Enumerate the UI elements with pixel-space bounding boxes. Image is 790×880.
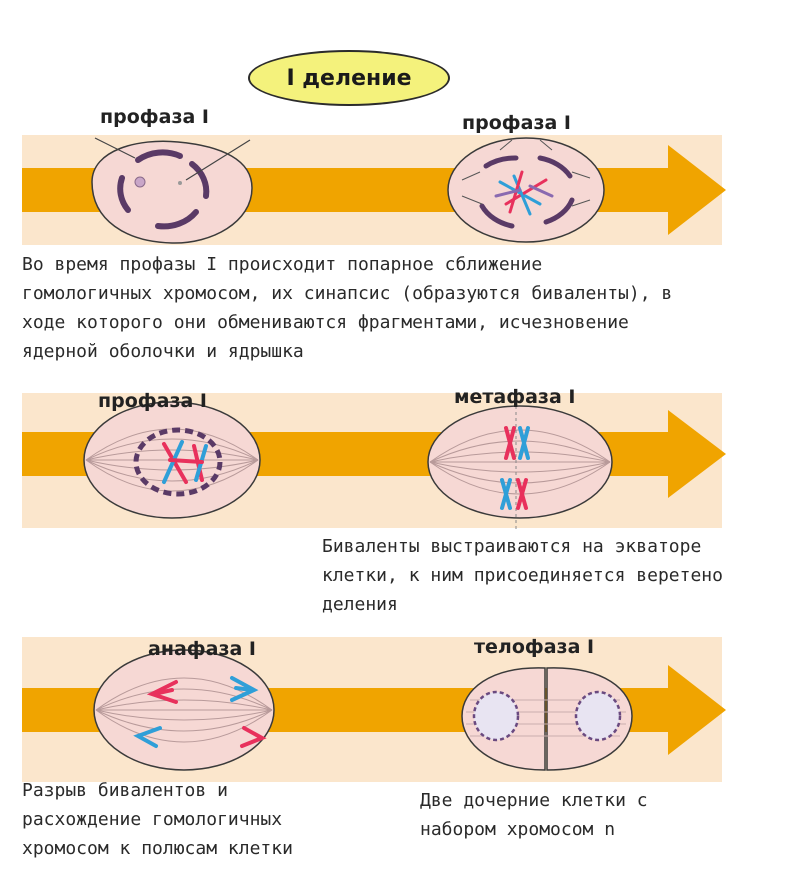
cell-prophase-2 bbox=[448, 138, 604, 242]
stage-label-anaphase: анафаза I bbox=[148, 638, 256, 660]
description-line: Две дочерние клетки с bbox=[420, 786, 648, 815]
description-line: ядерной оболочки и ядрышка bbox=[22, 337, 672, 366]
prophase-description: Во время профазы I происходит попарное с… bbox=[22, 250, 672, 366]
cell-anaphase bbox=[94, 650, 274, 770]
telophase-description: Две дочерние клетки с набором хромосом n bbox=[420, 786, 648, 844]
stage-label-prophase-2: профаза I bbox=[462, 112, 571, 134]
stage-label-metaphase: метафаза I bbox=[454, 386, 575, 408]
description-line: гомологичных хромосом, их синапсис (обра… bbox=[22, 279, 672, 308]
description-line: набором хромосом n bbox=[420, 815, 648, 844]
cell-prophase-3 bbox=[84, 402, 260, 518]
description-line: клетки, к ним присоединяется веретено bbox=[322, 561, 723, 590]
description-line: хромосом к полюсам клетки bbox=[22, 834, 293, 863]
description-line: расхождение гомологичных bbox=[22, 805, 293, 834]
cell-telophase bbox=[462, 668, 632, 770]
metaphase-description: Биваленты выстраиваются на экваторе клет… bbox=[322, 532, 723, 619]
description-line: ходе которого они обмениваются фрагмента… bbox=[22, 308, 672, 337]
cell-prophase-1 bbox=[92, 138, 252, 243]
anaphase-description: Разрыв бивалентов и расхождение гомологи… bbox=[22, 776, 293, 863]
description-line: Биваленты выстраиваются на экваторе bbox=[322, 532, 723, 561]
description-line: Разрыв бивалентов и bbox=[22, 776, 293, 805]
stage-label-telophase: телофаза I bbox=[474, 636, 594, 658]
stage-label-prophase-3: профаза I bbox=[98, 390, 207, 412]
stage-label-prophase-1: профаза I bbox=[100, 106, 209, 128]
description-line: Во время профазы I происходит попарное с… bbox=[22, 250, 672, 279]
description-line: деления bbox=[322, 590, 723, 619]
